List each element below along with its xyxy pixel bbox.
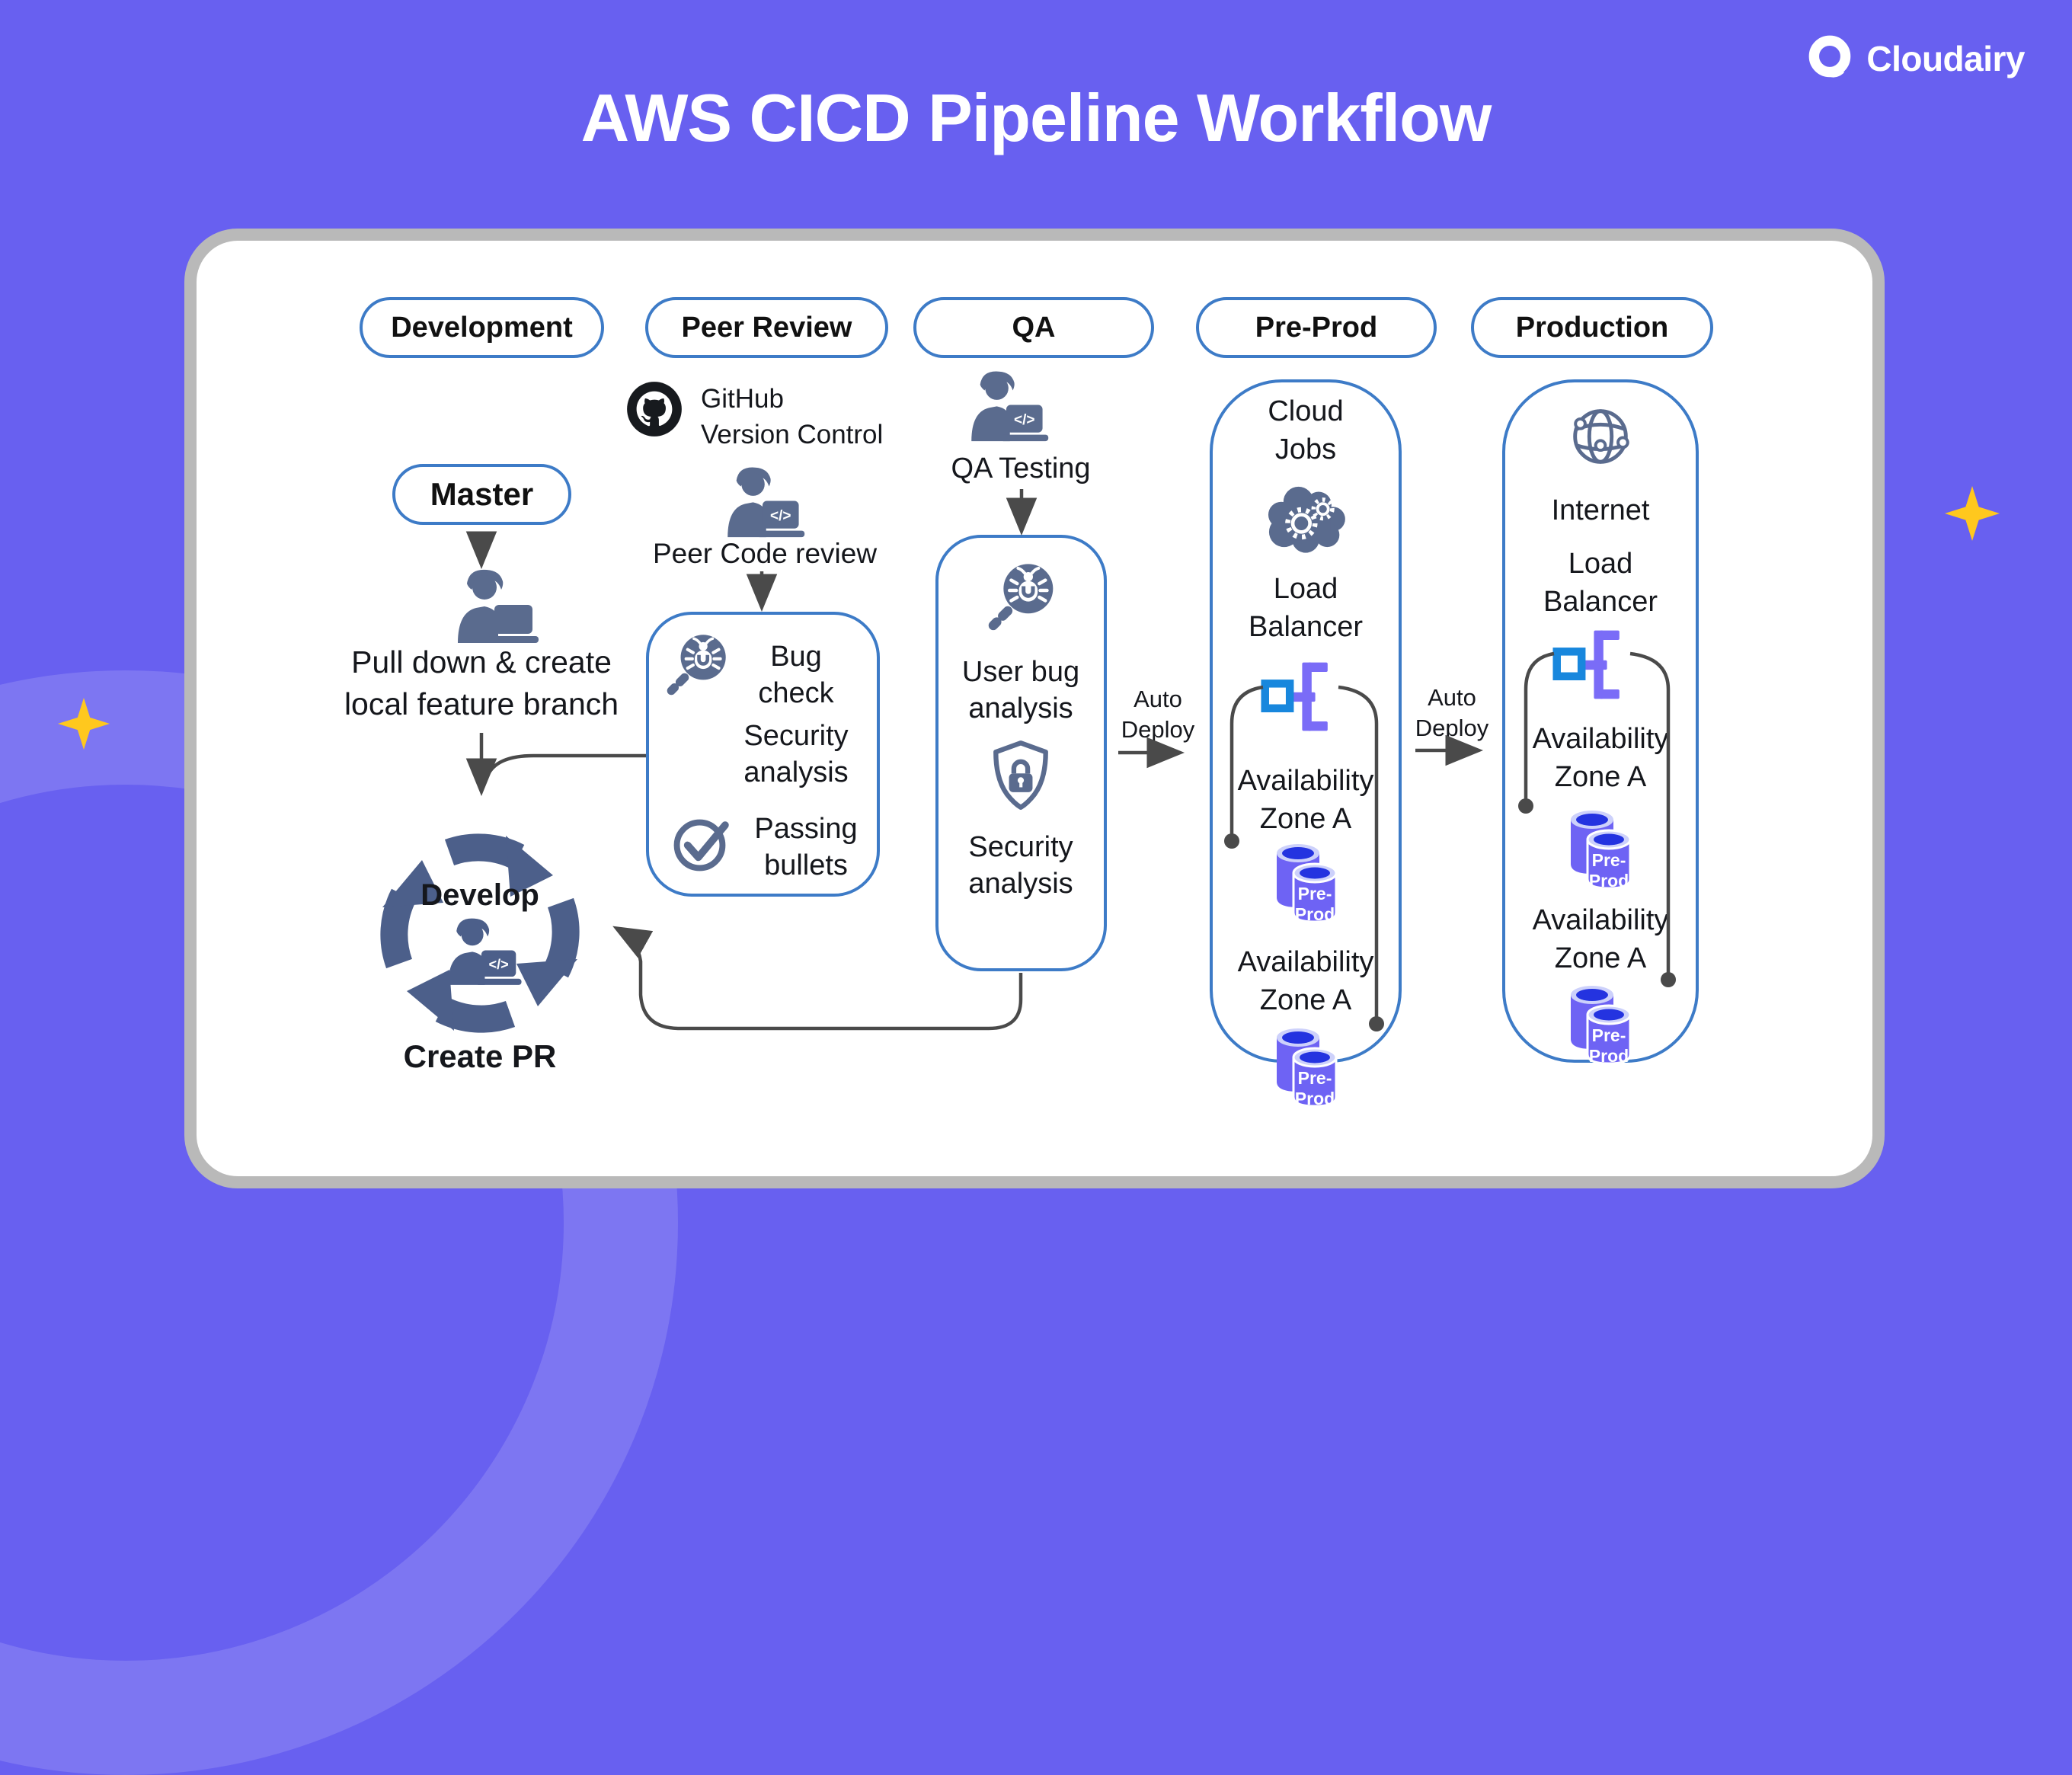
bug-magnifier-icon — [659, 626, 737, 704]
stage-pre-prod-label: Pre-Prod — [1255, 311, 1378, 344]
brand-name: Cloudairy — [1866, 39, 2025, 78]
developer-laptop-icon: </> — [715, 463, 809, 539]
bug-check-label: Bug check — [758, 641, 834, 709]
master-node: Master — [392, 464, 571, 525]
developer-laptop-icon: </> — [436, 914, 526, 987]
database-icon — [1559, 975, 1642, 1065]
peer-code-review-label: Peer Code review — [652, 538, 878, 569]
stage-development-label: Development — [391, 311, 573, 344]
user-bug-analysis-label: User bug analysis — [961, 656, 1080, 724]
developer-laptop-icon — [444, 565, 543, 645]
production-load-balancer-label: Load Balancer — [1543, 548, 1658, 618]
stage-production: Production — [1471, 297, 1713, 358]
internet-label: Internet — [1551, 494, 1650, 526]
auto-deploy-label: Auto Deploy — [1415, 684, 1489, 741]
stage-peer-review-label: Peer Review — [681, 311, 852, 344]
cloud-jobs-label: Cloud Jobs — [1268, 395, 1344, 465]
shield-lock-icon — [986, 737, 1056, 814]
master-label: Master — [430, 476, 534, 512]
pull-branch-label: Pull down & create local feature branch — [344, 644, 619, 721]
load-balancer-icon — [1257, 657, 1345, 737]
github-line1: GitHub — [701, 384, 784, 414]
stage-pre-prod: Pre-Prod — [1196, 297, 1437, 358]
check-circle-icon — [669, 809, 736, 876]
qa-security-analysis-label: Security analysis — [968, 831, 1073, 900]
svg-text:</>: </> — [488, 957, 508, 972]
qa-testing-label: QA Testing — [951, 453, 1091, 485]
develop-label: Develop — [420, 878, 539, 912]
stage-qa-label: QA — [1012, 311, 1056, 344]
aws-cicd-pipeline-diagram: { "title": "AWS CICD Pipeline Workflow",… — [0, 34, 2026, 1775]
cloud-gears-icon — [1255, 475, 1356, 559]
sparkle-icon — [1945, 486, 2000, 541]
production-db-2-label: Pre-Prod — [1588, 1025, 1629, 1066]
security-analysis-label: Security analysis — [743, 720, 849, 788]
create-pr-label: Create PR — [403, 1038, 557, 1074]
page-title: AWS CICD Pipeline Workflow — [580, 80, 1492, 155]
preprod-db-2-label: Pre-Prod — [1294, 1068, 1335, 1108]
github-line2: Version Control — [701, 420, 884, 449]
svg-text:</>: </> — [770, 508, 791, 524]
cloudairy-logo-icon — [1805, 34, 1856, 84]
database-icon — [1265, 833, 1348, 923]
stage-production-label: Production — [1515, 311, 1669, 344]
globe-internet-icon — [1563, 398, 1638, 472]
database-icon — [1559, 800, 1642, 890]
preprod-zone-a-1-label: Availability Zone A — [1237, 765, 1374, 835]
cloudairy-logo[interactable]: Cloudairy — [1805, 34, 2025, 84]
preprod-load-balancer-label: Load Balancer — [1249, 573, 1363, 643]
passing-bullets-label: Passing bullets — [754, 813, 858, 881]
production-db-1-label: Pre-Prod — [1588, 850, 1629, 891]
bug-magnifier-icon — [980, 555, 1065, 640]
stage-development: Development — [360, 297, 604, 358]
production-zone-a-2-label: Availability Zone A — [1532, 904, 1669, 974]
developer-laptop-icon: </> — [958, 367, 1053, 443]
github-version-control-label: GitHub Version Control — [701, 381, 883, 453]
stage-qa: QA — [913, 297, 1154, 358]
load-balancer-icon — [1549, 625, 1636, 705]
cycle-arrows-icon — [366, 819, 594, 1047]
sparkle-icon — [58, 698, 110, 750]
github-octocat-icon — [625, 379, 684, 439]
auto-deploy-label: Auto Deploy — [1121, 686, 1195, 743]
stage-peer-review: Peer Review — [645, 297, 888, 358]
production-zone-a-1-label: Availability Zone A — [1532, 723, 1669, 793]
preprod-db-1-label: Pre-Prod — [1294, 884, 1335, 924]
svg-text:</>: </> — [1014, 412, 1035, 428]
preprod-zone-a-2-label: Availability Zone A — [1237, 946, 1374, 1016]
